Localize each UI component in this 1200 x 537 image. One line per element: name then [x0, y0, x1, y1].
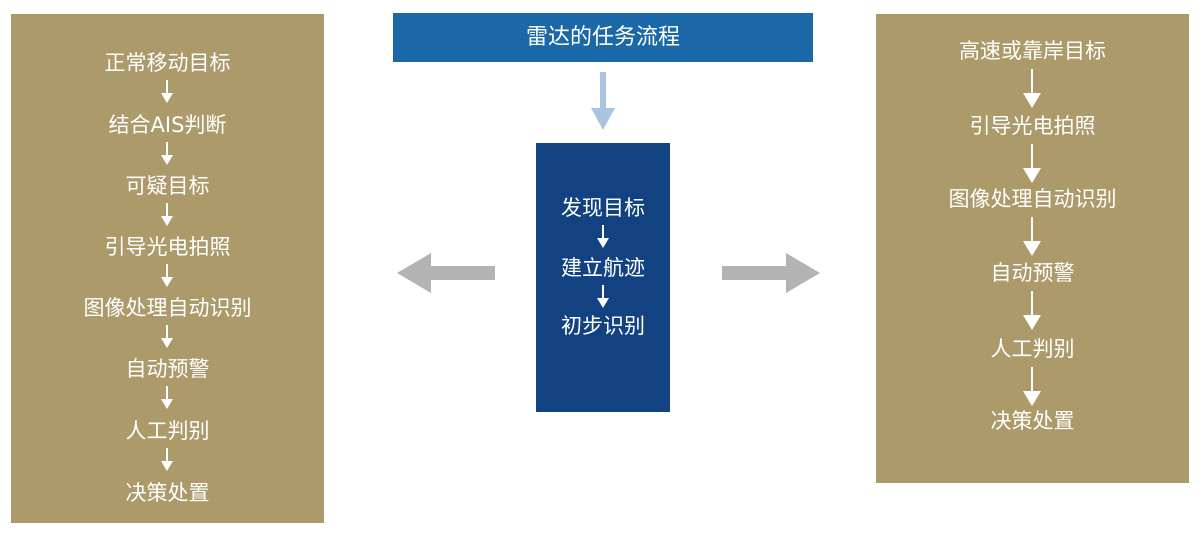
left-arrow-icon: [397, 253, 495, 293]
center-step: 初步识别: [561, 314, 645, 338]
right-step: 高速或靠岸目标: [959, 39, 1106, 63]
right-step-arrow-icon: [1023, 69, 1041, 108]
left-step: 可疑目标: [125, 174, 210, 198]
down-arrow-icon: [591, 72, 615, 130]
left-step: 自动预警: [125, 357, 210, 381]
center-step: 发现目标: [561, 196, 645, 220]
left-step: 图像处理自动识别: [83, 296, 252, 320]
right-step: 图像处理自动识别: [948, 187, 1117, 211]
title-bar: 雷达的任务流程: [393, 13, 813, 62]
center-arrow-icon: [597, 285, 609, 308]
right-arrow-icon: [722, 253, 820, 293]
left-step: 正常移动目标: [104, 51, 231, 75]
right-step: 人工判别: [990, 337, 1075, 361]
right-branch-panel: 高速或靠岸目标 引导光电拍照 图像处理自动识别 自动预警 人工判别 决策处置: [876, 14, 1189, 483]
left-step: 人工判别: [125, 419, 210, 443]
right-step-arrow-icon: [1023, 144, 1041, 183]
right-step-arrow-icon: [1023, 367, 1041, 406]
right-step: 引导光电拍照: [969, 114, 1096, 138]
left-step-arrow-icon: [161, 80, 173, 103]
left-step-arrow-icon: [161, 203, 173, 226]
left-branch-panel: 正常移动目标 结合AIS判断 可疑目标 引导光电拍照 图像处理自动识别 自动预警…: [11, 14, 324, 523]
left-step: 决策处置: [125, 481, 210, 505]
center-arrow-icon: [597, 225, 609, 248]
right-step-arrow-icon: [1023, 217, 1041, 256]
left-step: 结合AIS判断: [108, 113, 227, 137]
left-step: 引导光电拍照: [104, 235, 231, 259]
left-step-arrow-icon: [161, 325, 173, 348]
left-step-arrow-icon: [161, 142, 173, 165]
left-step-arrow-icon: [161, 386, 173, 409]
left-step-arrow-icon: [161, 448, 173, 471]
right-step-arrow-icon: [1023, 291, 1041, 330]
center-step: 建立航迹: [561, 256, 645, 280]
right-step: 自动预警: [990, 261, 1075, 285]
left-step-arrow-icon: [161, 264, 173, 287]
center-process-box: 发现目标 建立航迹 初步识别: [536, 143, 670, 412]
right-step: 决策处置: [990, 409, 1075, 433]
